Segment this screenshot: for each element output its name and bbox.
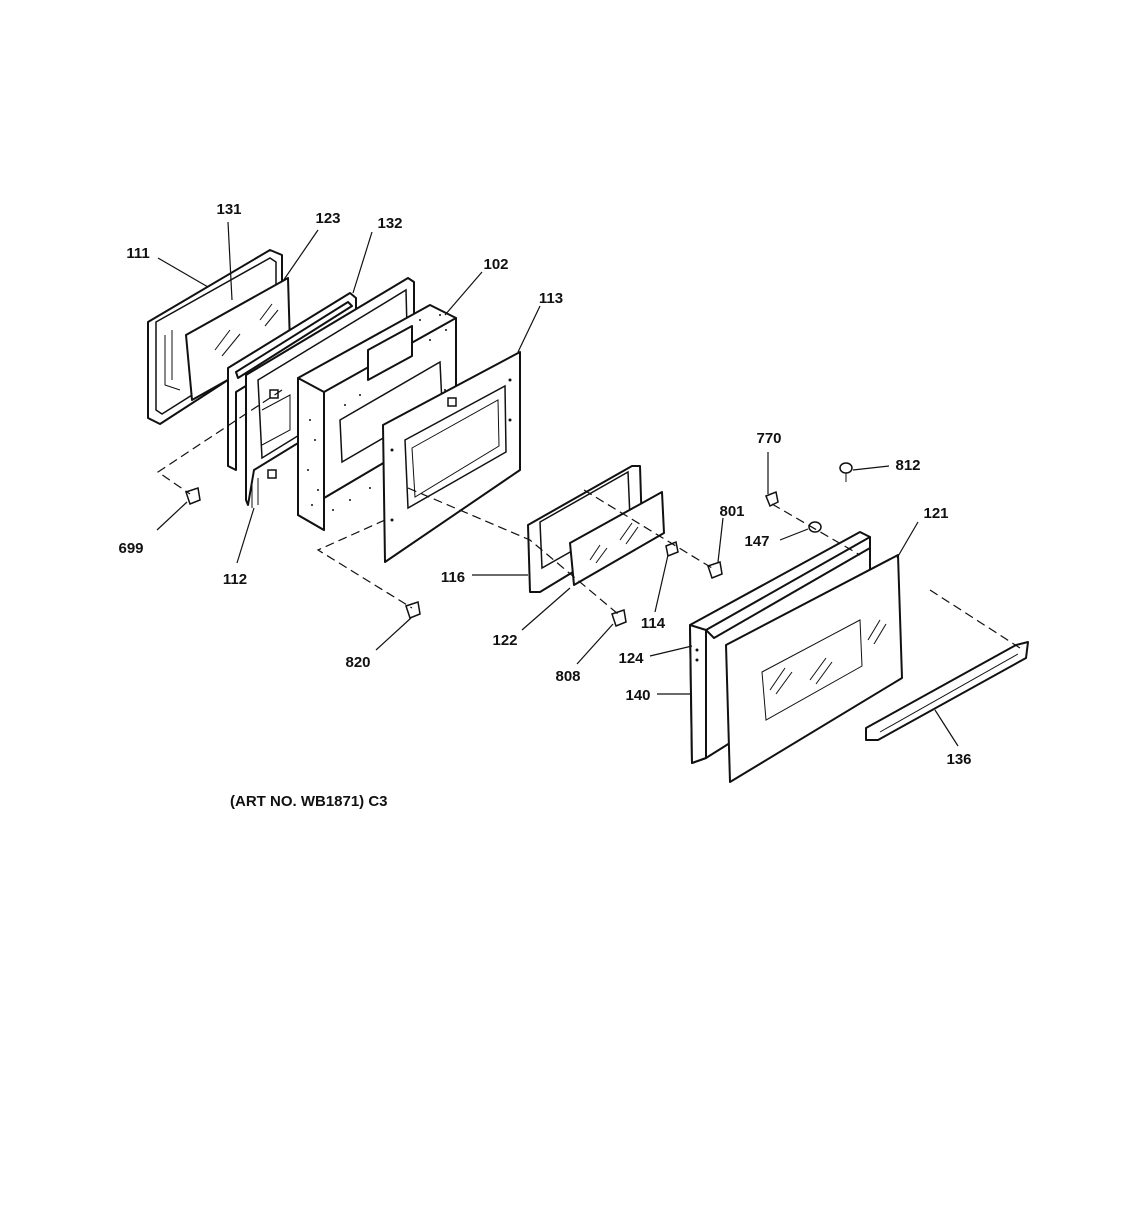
label-102: 102 [483,256,508,273]
label-140: 140 [625,687,650,704]
washer-147 [808,521,822,533]
label-812: 812 [895,457,920,474]
part-122-window-glass [569,491,665,586]
label-147: 147 [744,533,769,550]
screw-808 [611,609,627,627]
screw-801 [707,561,723,579]
label-113: 113 [539,290,563,307]
label-116: 116 [441,569,465,586]
art-number: (ART NO. WB1871) C3 [230,793,388,810]
part-113-inner-panel [382,351,521,563]
label-124: 124 [618,650,644,667]
label-111: 111 [126,245,149,262]
label-136: 136 [946,751,971,768]
label-123: 123 [315,210,340,227]
label-131: 131 [216,201,241,218]
screw-820 [405,601,421,619]
label-808: 808 [555,668,580,685]
label-820: 820 [345,654,370,671]
label-121: 121 [923,505,948,522]
label-122: 122 [492,632,517,649]
alignment-lines [156,389,1021,649]
label-112: 112 [223,571,247,588]
label-699: 699 [118,540,143,557]
screw-699 [185,487,201,505]
screw-812 [839,462,853,482]
part-121-outer-glass [725,554,903,783]
part-102-insulation [297,304,457,531]
leader-lines [156,221,959,747]
label-132: 132 [377,215,402,232]
label-801: 801 [719,503,744,520]
label-114: 114 [641,615,666,632]
part-labels: 111 131 123 132 102 113 699 112 770 812 … [118,201,971,810]
label-770: 770 [756,430,781,447]
screw-770 [765,490,779,508]
